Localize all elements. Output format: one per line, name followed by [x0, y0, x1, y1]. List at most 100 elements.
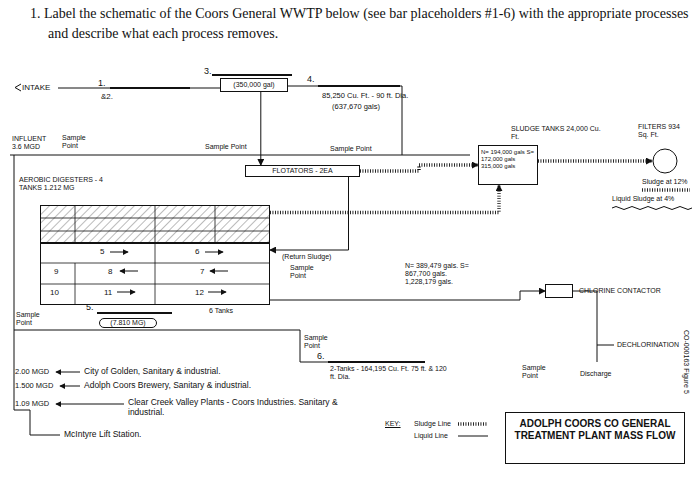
- flow-arrow: [208, 292, 226, 293]
- intake-arrowhead: [15, 84, 21, 91]
- basin-grid: [40, 243, 270, 305]
- source-note: Adolph Coors Brewery, Sanitary & industr…: [84, 381, 251, 391]
- legend-entry: Sludge Line: [414, 418, 488, 430]
- sample-point: Sample Point: [304, 334, 334, 350]
- placeholder-number: 1.: [98, 78, 106, 88]
- cell-number: 11: [104, 288, 112, 297]
- placeholder-number: 4.: [307, 74, 315, 84]
- cell-number: 10: [50, 288, 59, 297]
- flow-arrow: [205, 252, 223, 253]
- aeration-basin: 6 Tanks(7.810 MG): [40, 243, 270, 305]
- intake-label: INTAKE: [22, 83, 50, 92]
- legend: Sludge LineLiquid Line: [414, 418, 488, 442]
- sludge-connector: [270, 185, 499, 213]
- sludge-note: Sludge at 12%: [642, 178, 688, 186]
- placeholder-bar: [97, 312, 172, 314]
- cell-number: 12: [195, 288, 204, 297]
- flow-arrow: [210, 271, 228, 272]
- cell-number: 6: [195, 247, 199, 256]
- tank-volume: 2-Tanks - 164,195 Cu. Ft. 75 ft. & 120 f…: [330, 365, 450, 381]
- process-label: FILTERS 934 Sq. Ft.: [638, 123, 688, 139]
- sludge-line: [642, 188, 690, 192]
- volume-note: N= 389,479 gals. S= 867,700 gals. 1,228,…: [405, 262, 479, 286]
- cell-number: 7: [200, 267, 204, 276]
- filter-circle: FILTERS 934 Sq. Ft.: [652, 148, 678, 174]
- sample-point: Sample Point: [16, 311, 48, 327]
- liquid-line: [10, 155, 470, 156]
- placeholder-bar: [318, 85, 400, 87]
- tank-box: (350,000 gal): [220, 78, 288, 92]
- liquid-connector: [270, 291, 545, 300]
- source-arrow: [56, 404, 124, 405]
- tank-volume: (637,670 gals): [332, 103, 380, 112]
- tank-count: 6 Tanks: [209, 307, 259, 315]
- sludge-note: Liquid Sludge at 4%: [612, 195, 674, 203]
- flow-rate: 1.09 MGD: [15, 400, 49, 409]
- placeholder-number: 3.: [204, 66, 212, 76]
- liquid-line: [288, 86, 402, 87]
- flow-arrow: [117, 292, 135, 293]
- tank-volume: (7.810 MG): [99, 318, 157, 328]
- placeholder-bar: [328, 361, 425, 363]
- sludge-connector: [538, 159, 652, 163]
- flow-note: INFLUENT 3.6 MGD: [12, 135, 56, 151]
- source-note: Clear Creek Valley Plants - Coors Indust…: [128, 398, 360, 418]
- flow-rate: 1.500 MGD: [15, 382, 53, 391]
- tank-volume: 85,250 Cu. Ft. - 90 ft. Dia.: [322, 92, 408, 101]
- process-label: CHLORINE CONTACTOR: [579, 287, 661, 295]
- legend-text: Liquid Line: [414, 432, 458, 440]
- process-label: AEROBIC DIGESTERS - 4 TANKS 1.212 MG: [19, 176, 114, 192]
- question-title: 1. Label the schematic of the Coors Gene…: [30, 4, 698, 45]
- placeholder-number: &2.: [101, 92, 113, 101]
- liquid-connector: [260, 92, 261, 165]
- placeholder-bar: [110, 87, 190, 89]
- tank-volume: N= 194,000 gals S= 172,000 gals 315,000 …: [481, 149, 536, 170]
- flow-arrow: [110, 252, 128, 253]
- filter-circle-outline: [653, 149, 677, 173]
- liquid-line: [14, 155, 60, 435]
- plant-title: ADOLPH COORS CO GENERAL TREATMENT PLANT …: [510, 418, 680, 442]
- cell-number: 5: [100, 247, 104, 256]
- digester-hatching: [40, 205, 270, 243]
- discharge-label: Discharge: [580, 370, 612, 378]
- tank-volume: (350,000 gal): [221, 81, 287, 89]
- legend-line: [458, 422, 488, 426]
- legend-text: Sludge Line: [414, 420, 458, 428]
- source-note: City of Golden, Sanitary & industrial.: [84, 367, 221, 377]
- source-arrow: [56, 372, 80, 373]
- flow-note: (Return Sludge): [282, 253, 331, 261]
- contactor-box: CHLORINE CONTACTOR: [545, 284, 573, 298]
- sample-point: Sample Point: [205, 143, 247, 151]
- legend-line: [458, 436, 488, 437]
- liquid-connector: [270, 177, 349, 250]
- sample-point: Sample Point: [62, 134, 94, 150]
- process-label: DECHLORINATION: [617, 341, 679, 349]
- flow-arrow: [120, 271, 138, 272]
- flow-rate: 2.00 MGD: [15, 368, 49, 377]
- cell-number: 8: [108, 267, 112, 276]
- digester-grid: [40, 205, 270, 243]
- legend-key: KEY:: [385, 420, 401, 428]
- source-note: McIntyre Lift Station.: [64, 430, 141, 440]
- flotator-band: FLOTATORS - 2EA: [245, 165, 360, 177]
- process-label: SLUDGE TANKS 24,000 Cu. Ft.: [511, 125, 601, 141]
- sludge-tank-box: SLUDGE TANKS 24,000 Cu. Ft.N= 194,000 ga…: [478, 145, 538, 185]
- legend-sample: [458, 420, 488, 428]
- placeholder-number: 5.: [86, 302, 94, 312]
- digester-block: AEROBIC DIGESTERS - 4 TANKS 1.212 MG: [40, 205, 270, 243]
- sample-point: Sample Point: [330, 145, 372, 153]
- sludge-connector: [360, 165, 478, 171]
- sample-point: Sample Point: [522, 364, 552, 380]
- sample-point: Sample Point: [290, 264, 326, 280]
- figure-id: CO-000163 Figure 5: [682, 330, 690, 410]
- filter-outline: [652, 148, 678, 174]
- placeholder-number: 6.: [317, 351, 325, 361]
- legend-sample: [458, 432, 488, 440]
- liquid-sludge-line: [612, 207, 692, 210]
- liquid-line: [573, 291, 614, 362]
- liquid-line: [14, 330, 425, 362]
- source-arrow: [60, 386, 80, 387]
- placeholder-bar: [212, 74, 292, 76]
- liquid-line: [58, 88, 220, 89]
